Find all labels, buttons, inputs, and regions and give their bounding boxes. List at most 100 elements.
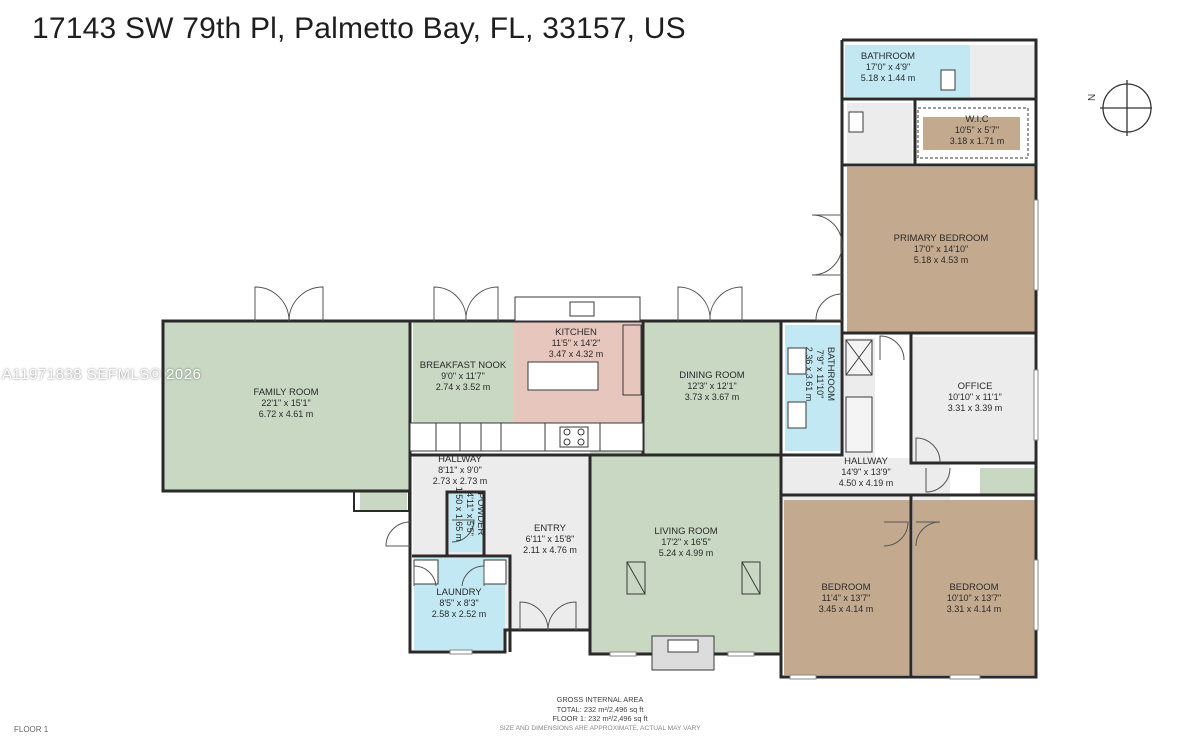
room-fills <box>163 45 1035 675</box>
bath-2-door <box>815 293 843 321</box>
room-dim-imperial: 14'9" x 13'9" <box>841 467 890 477</box>
dining-french-doors <box>677 286 743 322</box>
room-name: DINING ROOM <box>679 370 745 381</box>
office-ext-fill <box>913 337 1034 462</box>
room-dim-metric: 2.58 x 2.52 m <box>432 609 487 619</box>
room-dim-imperial: 11'4" x 13'7" <box>822 593 871 603</box>
bathroom-1-shower-fill <box>970 45 1035 97</box>
ensuite-sink <box>848 111 864 133</box>
room-dim-metric: 3.31 x 3.39 m <box>948 403 1003 413</box>
east-wing-walls <box>781 319 844 457</box>
room-name: LIVING ROOM <box>654 526 717 537</box>
ensuite-toilet <box>940 69 956 91</box>
area-disclaimer: SIZE AND DIMENSIONS ARE APPROXIMATE, ACT… <box>499 724 701 732</box>
bedroom-closet-2-fill <box>955 500 1033 519</box>
entry-double-door <box>519 601 577 631</box>
dryer <box>483 559 507 585</box>
room-name: LAUNDRY <box>436 587 482 598</box>
room-name: POWDER <box>475 493 486 536</box>
room-dim-imperial: 8'5" x 8'3" <box>439 598 478 608</box>
room-name: PRIMARY BEDROOM <box>894 233 989 244</box>
skylight-2 <box>741 561 761 595</box>
family-room-fill <box>163 321 410 491</box>
room-name: BEDROOM <box>949 582 998 593</box>
room-dim-imperial: 8'11" x 9'0" <box>438 465 482 475</box>
floor-label: FLOOR 1 <box>14 725 49 734</box>
bedroom-2-door <box>915 521 941 547</box>
room-dim-metric: 2.74 x 3.52 m <box>436 382 491 392</box>
room-dim-imperial: 12'3" x 12'1" <box>687 381 736 391</box>
east-hall-door <box>925 467 951 493</box>
window-laundry <box>449 649 473 655</box>
burner-2 <box>577 428 585 436</box>
room-dim-metric: 5.18 x 4.53 m <box>914 255 969 265</box>
window-primary-east <box>1033 199 1039 291</box>
fixtures <box>409 69 1029 671</box>
room-dim-metric: 1.50 x 1.65 m <box>454 487 464 542</box>
wic-shelf <box>917 107 1029 159</box>
room-dim-imperial: 17'2" x 16'5" <box>661 537 710 547</box>
room-name: ENTRY <box>534 523 567 534</box>
window-bedroom-2 <box>949 674 981 680</box>
bedroom-closet-1-fill <box>786 500 840 519</box>
kitchen-island <box>527 361 599 391</box>
corner-closet-fill <box>980 468 1035 494</box>
room-dim-metric: 4.50 x 4.19 m <box>839 478 894 488</box>
window-bedroom-1 <box>789 674 817 680</box>
bedroom-1-fill <box>784 500 911 675</box>
room-dim-metric: 5.18 x 1.44 m <box>861 73 916 83</box>
room-name: BATHROOM <box>861 51 915 62</box>
fireplace-hearth <box>667 639 699 653</box>
washer <box>413 559 439 585</box>
bathroom-2-vanity-1 <box>787 347 807 375</box>
entry-walls <box>408 455 590 654</box>
room-name: OFFICE <box>958 381 993 392</box>
room-dim-metric: 3.47 x 4.32 m <box>549 349 604 359</box>
entry-fill <box>505 455 590 630</box>
garden-patch-fill <box>360 491 407 511</box>
room-dim-imperial: 7'9" x 11'10" <box>815 350 825 399</box>
office-walls <box>909 333 1036 465</box>
doors <box>254 214 951 631</box>
window-office-east <box>1033 369 1039 441</box>
room-dim-metric: 3.73 x 3.67 m <box>685 392 740 402</box>
primary-door <box>879 335 905 361</box>
bathroom-2-vanity-2 <box>787 401 807 429</box>
windows <box>449 199 1039 680</box>
room-name: BREAKFAST NOOK <box>420 360 507 371</box>
area-heading: GROSS INTERNAL AREA <box>556 695 644 704</box>
room-dim-imperial: 22'1" x 15'1" <box>261 398 310 408</box>
kitchen-pantry <box>622 324 642 396</box>
room-name: KITCHEN <box>555 327 597 338</box>
room-dim-imperial: 11'5" x 14'2" <box>552 338 601 348</box>
room-label-wic: W.I.C10'5" x 5'7"3.18 x 1.71 m <box>950 114 1005 146</box>
ensuite-walls <box>840 38 1038 165</box>
hall-closet <box>845 396 873 453</box>
burner-4 <box>577 438 585 446</box>
room-dim-metric: 5.24 x 4.99 m <box>659 548 714 558</box>
kitchen-sink <box>569 301 595 317</box>
primary-bedroom-fill <box>847 167 1035 333</box>
room-dim-imperial: 17'0" x 14'10" <box>914 244 968 254</box>
skylight-2-x <box>741 561 761 595</box>
property-address-title: 17143 SW 79th Pl, Palmetto Bay, FL, 3315… <box>32 12 686 45</box>
primary-french-doors <box>811 214 843 276</box>
burner-1 <box>563 428 571 436</box>
room-name: FAMILY ROOM <box>253 387 318 398</box>
room-dim-imperial: 4'11" x 5'5" <box>465 492 475 536</box>
room-dim-imperial: 10'5" x 5'7" <box>955 125 999 135</box>
window-living-1 <box>609 651 637 657</box>
laundry-walls <box>412 554 512 652</box>
room-dim-metric: 2.11 x 4.76 m <box>523 545 577 555</box>
side-door <box>385 521 411 547</box>
family-french-doors <box>254 286 324 322</box>
